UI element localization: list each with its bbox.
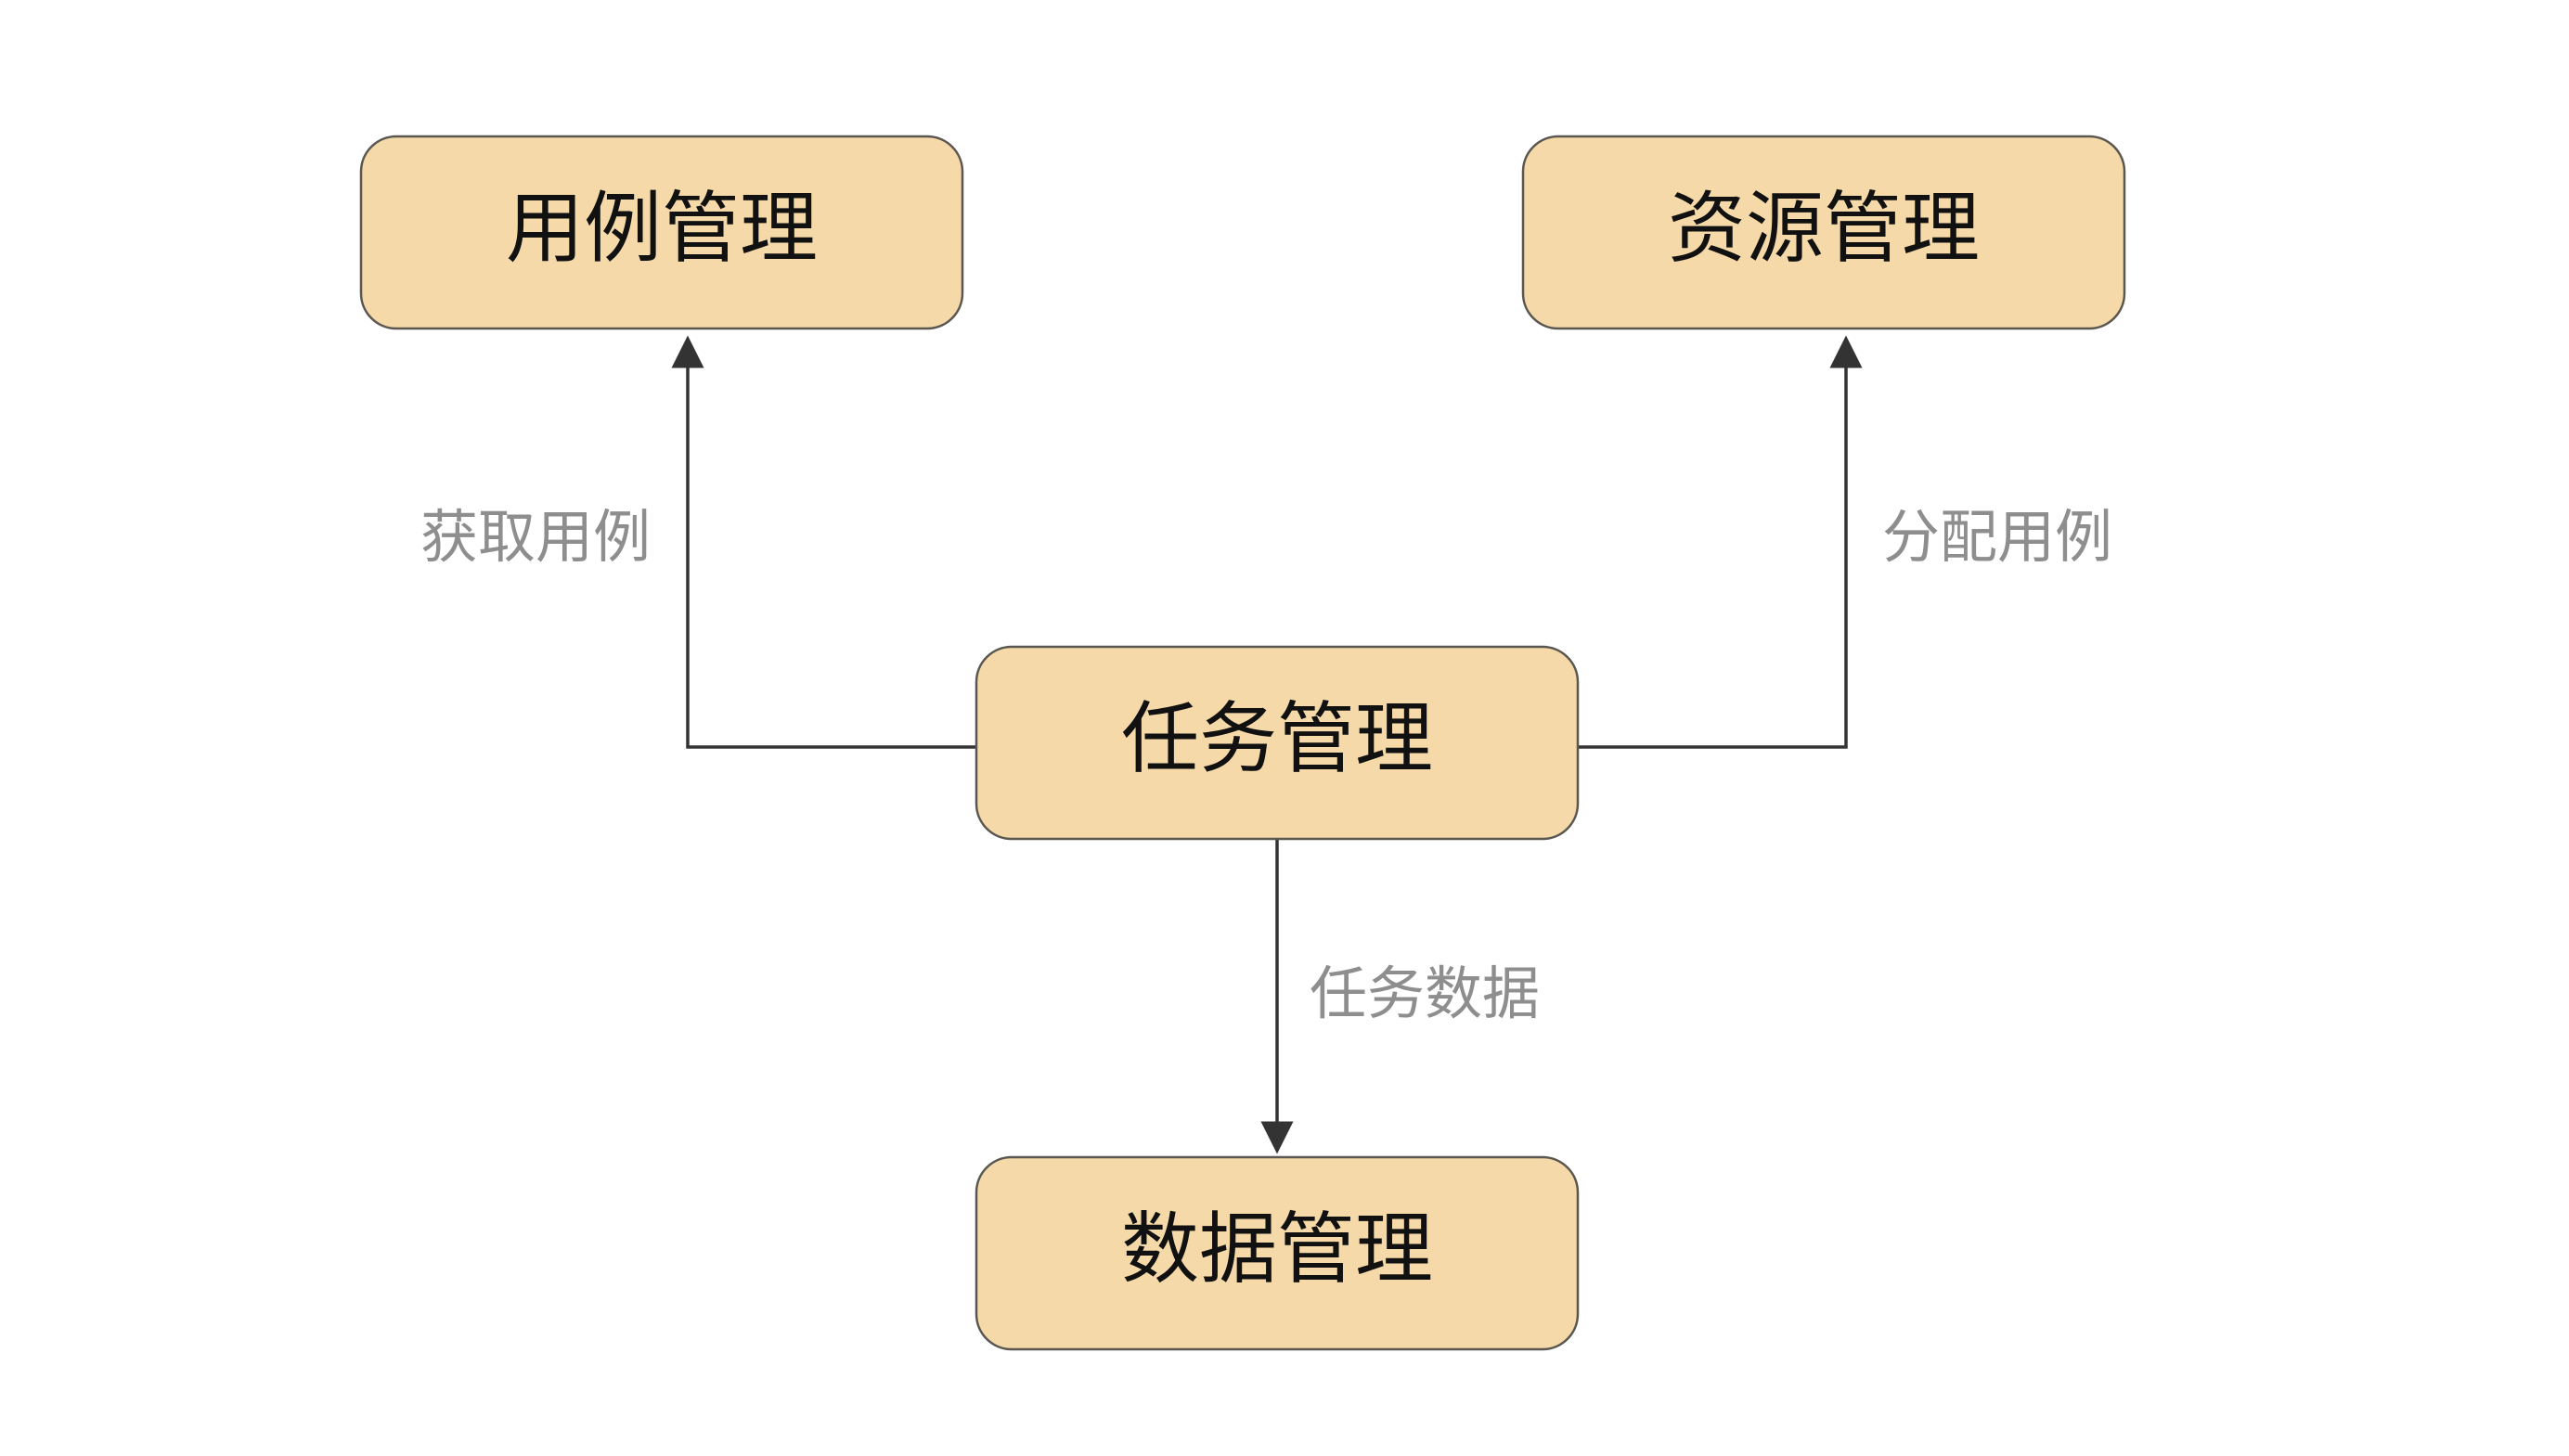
node-resource-management[interactable]: 资源管理 <box>1521 135 2126 330</box>
node-label-data-management: 数据管理 <box>1121 1204 1433 1295</box>
edge-task-to-resource: 分配用例 <box>1578 335 2112 749</box>
node-box-task-management <box>975 645 1580 841</box>
edge-task-to-data: 任务数据 <box>1260 840 1540 1154</box>
node-label-task-management: 任务管理 <box>1121 693 1433 784</box>
node-box-case-management <box>359 135 964 330</box>
node-label-case-management: 用例管理 <box>506 183 818 274</box>
node-label-resource-management: 资源管理 <box>1668 183 1980 274</box>
node-task-management[interactable]: 任务管理 <box>975 645 1580 841</box>
node-box-data-management <box>975 1155 1580 1351</box>
node-case-management[interactable]: 用例管理 <box>359 135 964 330</box>
node-box-resource-management <box>1521 135 2126 330</box>
node-data-management[interactable]: 数据管理 <box>975 1155 1580 1351</box>
edge-task-to-case: 获取用例 <box>420 335 976 749</box>
edge-label-get-case: 获取用例 <box>420 503 651 571</box>
edge-label-task-data: 任务数据 <box>1310 960 1540 1027</box>
edge-line-task-to-resource <box>1578 335 1863 749</box>
edge-label-assign-case: 分配用例 <box>1882 503 2112 571</box>
edge-line-task-to-case <box>671 335 976 749</box>
